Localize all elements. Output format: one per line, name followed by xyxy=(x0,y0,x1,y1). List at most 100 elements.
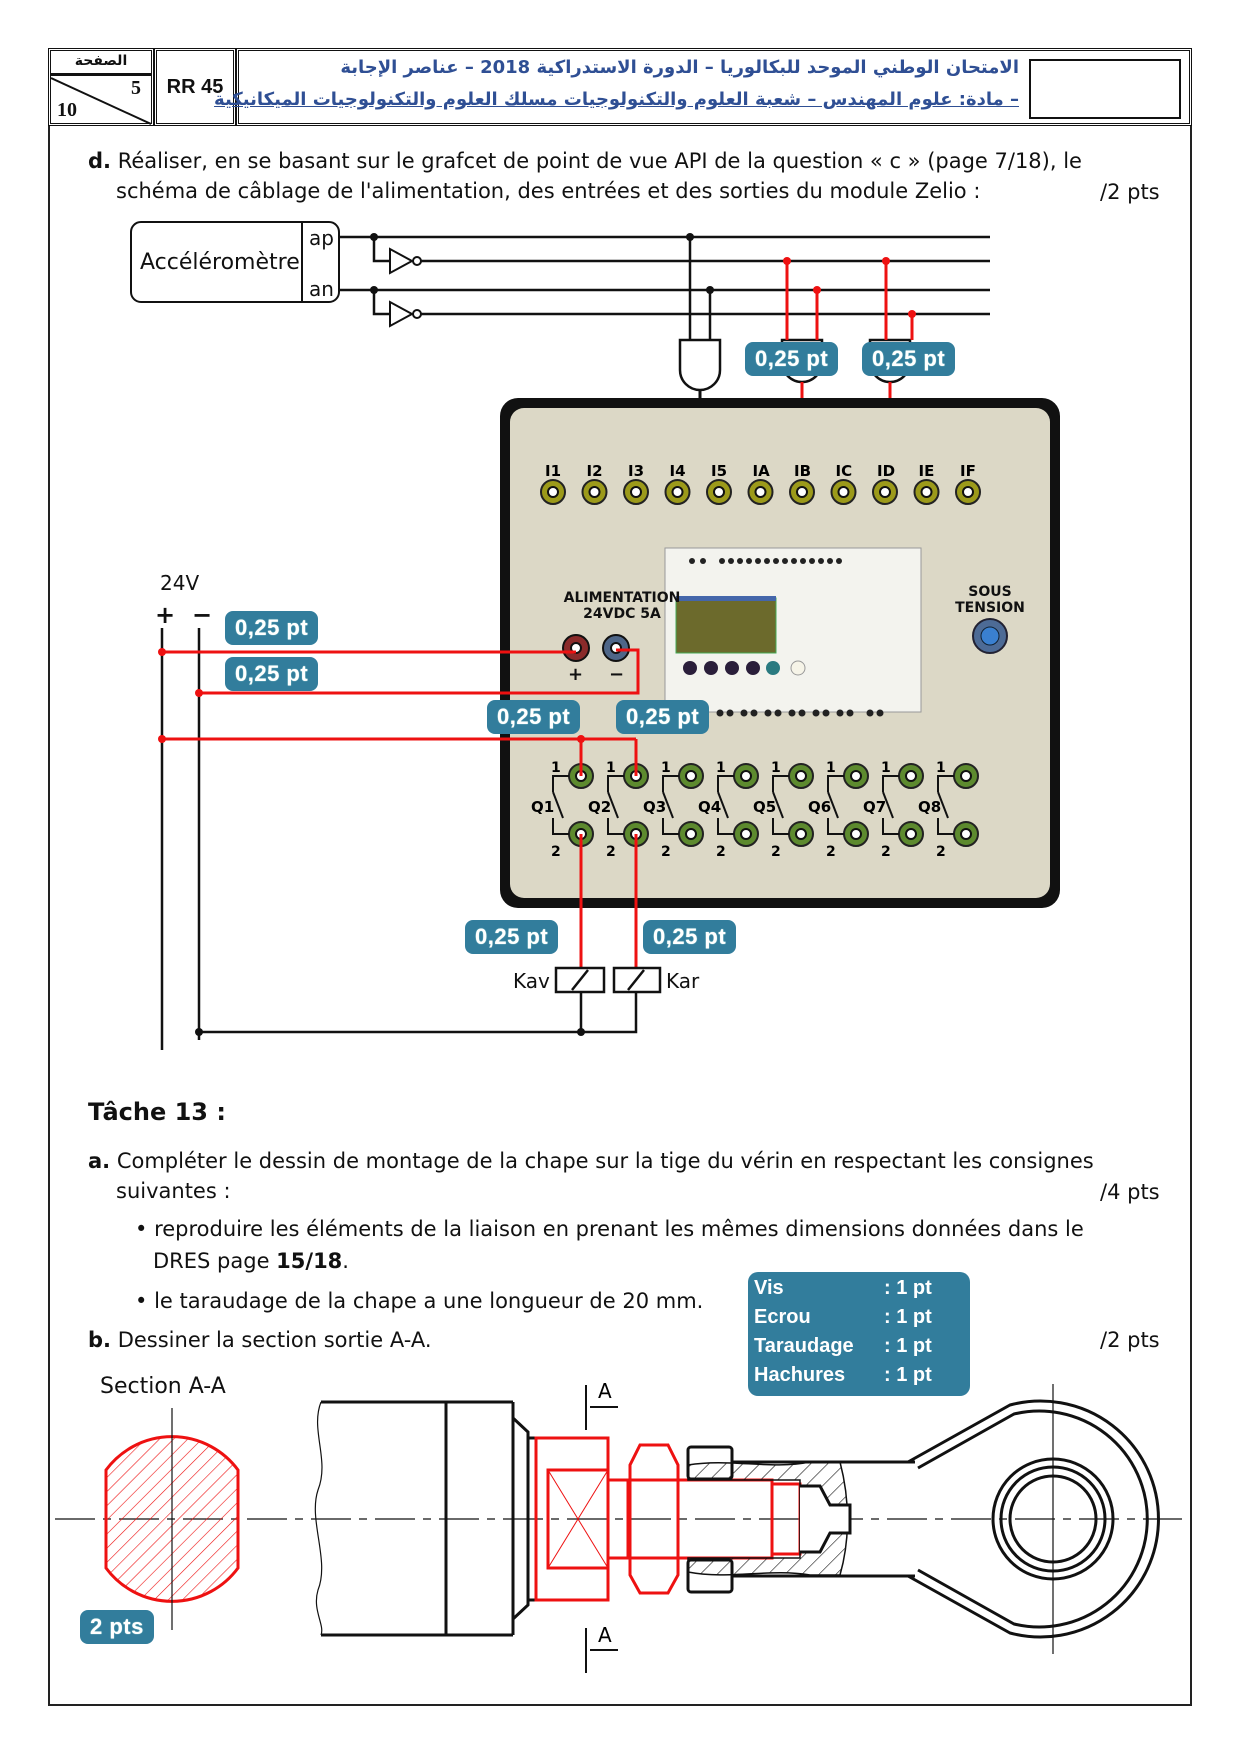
question-d-text2: schéma de câblage de l'alimentation, des… xyxy=(116,179,981,203)
page-total: 10 xyxy=(57,99,77,121)
grading-item: Taraudage xyxy=(754,1335,854,1357)
question-d-text1: Réaliser, en se basant sur le grafcet de… xyxy=(117,149,1082,173)
pin-label: 1 xyxy=(551,760,561,776)
pin-label: 1 xyxy=(826,760,836,776)
question-d-points: /2 pts xyxy=(1100,180,1160,204)
page-label: الصفحة xyxy=(51,51,151,76)
exam-code: RR 45 xyxy=(154,48,236,126)
section-points-badge: 2 pts xyxy=(80,1610,154,1644)
question-d-line1: d. Réaliser, en se basant sur le grafcet… xyxy=(88,146,1158,176)
score-badge: 0,25 pt xyxy=(465,920,559,954)
exam-header: الصفحة 5 10 RR 45 الامتحان الوطني الموحد… xyxy=(48,48,1192,126)
input-label: I3 xyxy=(628,462,644,480)
module-plus-label: + xyxy=(568,664,584,685)
coil-kar-icon xyxy=(612,966,662,994)
bullet-2: • le taraudage de la chape a une longueu… xyxy=(135,1289,704,1313)
coil-kav-icon xyxy=(554,966,606,994)
input-label: I5 xyxy=(711,462,727,480)
contact-icon xyxy=(772,775,789,792)
input-label: IE xyxy=(919,462,935,480)
grading-item: Hachures xyxy=(754,1364,846,1386)
accelerometer-box xyxy=(130,221,340,303)
contact-icon xyxy=(827,775,844,792)
input-label: I2 xyxy=(587,462,603,480)
exam-title-line2: – مادة: علوم المهندس – شعبة العلوم والتك… xyxy=(214,89,1019,110)
and-gate-icon xyxy=(678,338,722,392)
pin-label: 2 xyxy=(936,844,946,860)
output-label: Q6 xyxy=(808,798,831,816)
score-badge: 0,25 pt xyxy=(862,342,956,376)
question-a-points: /4 pts xyxy=(1100,1180,1160,1204)
output-ap-label: ap xyxy=(309,226,334,250)
diagonal-divider xyxy=(51,77,151,125)
output-label: Q2 xyxy=(588,798,611,816)
score-badge: 0,25 pt xyxy=(487,700,581,734)
grading-points: : 1 pt xyxy=(884,1335,932,1357)
supply-minus-label: − xyxy=(192,601,213,629)
section-aa-label: Section A-A xyxy=(100,1374,226,1399)
pin-label: 2 xyxy=(881,844,891,860)
question-a-line2: suivantes : xyxy=(116,1179,231,1203)
page-current: 5 xyxy=(131,77,141,99)
pin-label: 1 xyxy=(716,760,726,776)
bullet-icon: • xyxy=(135,1217,155,1241)
wiring-diagram: I1 I2 I3 I4 I5 IA IB IC ID IE IF 1 2 Q1 1 2 Q2 1 2 Q3 1 2 Q4 1… xyxy=(130,221,1060,1050)
output-label: Q8 xyxy=(918,798,941,816)
answer-wires-power xyxy=(162,648,640,968)
page-number-box: الصفحة 5 10 xyxy=(48,48,154,126)
bullet-icon: • xyxy=(135,1289,155,1313)
grading-points: : 1 pt xyxy=(884,1306,932,1328)
output-label: Q5 xyxy=(753,798,776,816)
score-badge: 0,25 pt xyxy=(745,342,839,376)
output-label: Q4 xyxy=(698,798,721,816)
grading-row: Taraudage : 1 pt xyxy=(754,1332,964,1361)
pin-label: 1 xyxy=(661,760,671,776)
pin-label: 2 xyxy=(826,844,836,860)
pin-label: 1 xyxy=(881,760,891,776)
task13-title: Tâche 13 : xyxy=(88,1098,226,1126)
score-badge: 0,25 pt xyxy=(225,611,319,645)
contact-icon xyxy=(717,775,734,792)
input-label: IC xyxy=(836,462,853,480)
pin-label: 2 xyxy=(551,844,561,860)
exam-title-box: الامتحان الوطني الموحد للبكالوريا – الدو… xyxy=(214,48,1192,126)
pin-label: 2 xyxy=(606,844,616,860)
module-power-label: ALIMENTATION 24VDC 5A xyxy=(563,590,681,622)
input-label: I4 xyxy=(670,462,686,480)
not-gate-icon xyxy=(389,300,422,328)
bullet-1-line2: DRES page 15/18. xyxy=(153,1249,349,1273)
signal-bus xyxy=(339,235,990,316)
contact-icon xyxy=(882,775,899,792)
empty-box xyxy=(1029,59,1181,119)
question-d-letter: d. xyxy=(88,149,112,173)
input-label: IA xyxy=(753,462,771,480)
grading-points: : 1 pt xyxy=(884,1277,932,1299)
supply-plus-label: + xyxy=(155,601,176,629)
input-label: I1 xyxy=(545,462,561,480)
output-label: Q1 xyxy=(531,798,554,816)
supply-voltage-label: 24V xyxy=(160,571,200,595)
pin-label: 1 xyxy=(606,760,616,776)
pin-label: 1 xyxy=(771,760,781,776)
pin-label: 1 xyxy=(936,760,946,776)
output-an-label: an xyxy=(309,277,334,301)
input-label: IB xyxy=(794,462,811,480)
contact-icon xyxy=(937,775,954,792)
input-label: IF xyxy=(960,462,976,480)
question-b: b. Dessiner la section sortie A-A. xyxy=(88,1328,432,1352)
input-label: ID xyxy=(877,462,895,480)
exam-title-line1: الامتحان الوطني الموحد للبكالوريا – الدو… xyxy=(340,57,1019,78)
grading-box xyxy=(748,1272,970,1396)
question-b-points: /2 pts xyxy=(1100,1328,1160,1352)
power-on-label: SOUS TENSION xyxy=(955,584,1025,616)
coil-kav-label: Kav xyxy=(513,969,550,993)
grading-row: Vis : 1 pt xyxy=(754,1274,964,1303)
zelio-module xyxy=(664,547,922,717)
not-gate-icon xyxy=(389,247,422,275)
output-label: Q7 xyxy=(863,798,886,816)
question-a-line1: a. Compléter le dessin de montage de la … xyxy=(88,1149,1094,1173)
output-label: Q3 xyxy=(643,798,666,816)
grading-row: Hachures: 1 pt xyxy=(754,1361,964,1390)
grading-item: Vis xyxy=(754,1277,784,1299)
